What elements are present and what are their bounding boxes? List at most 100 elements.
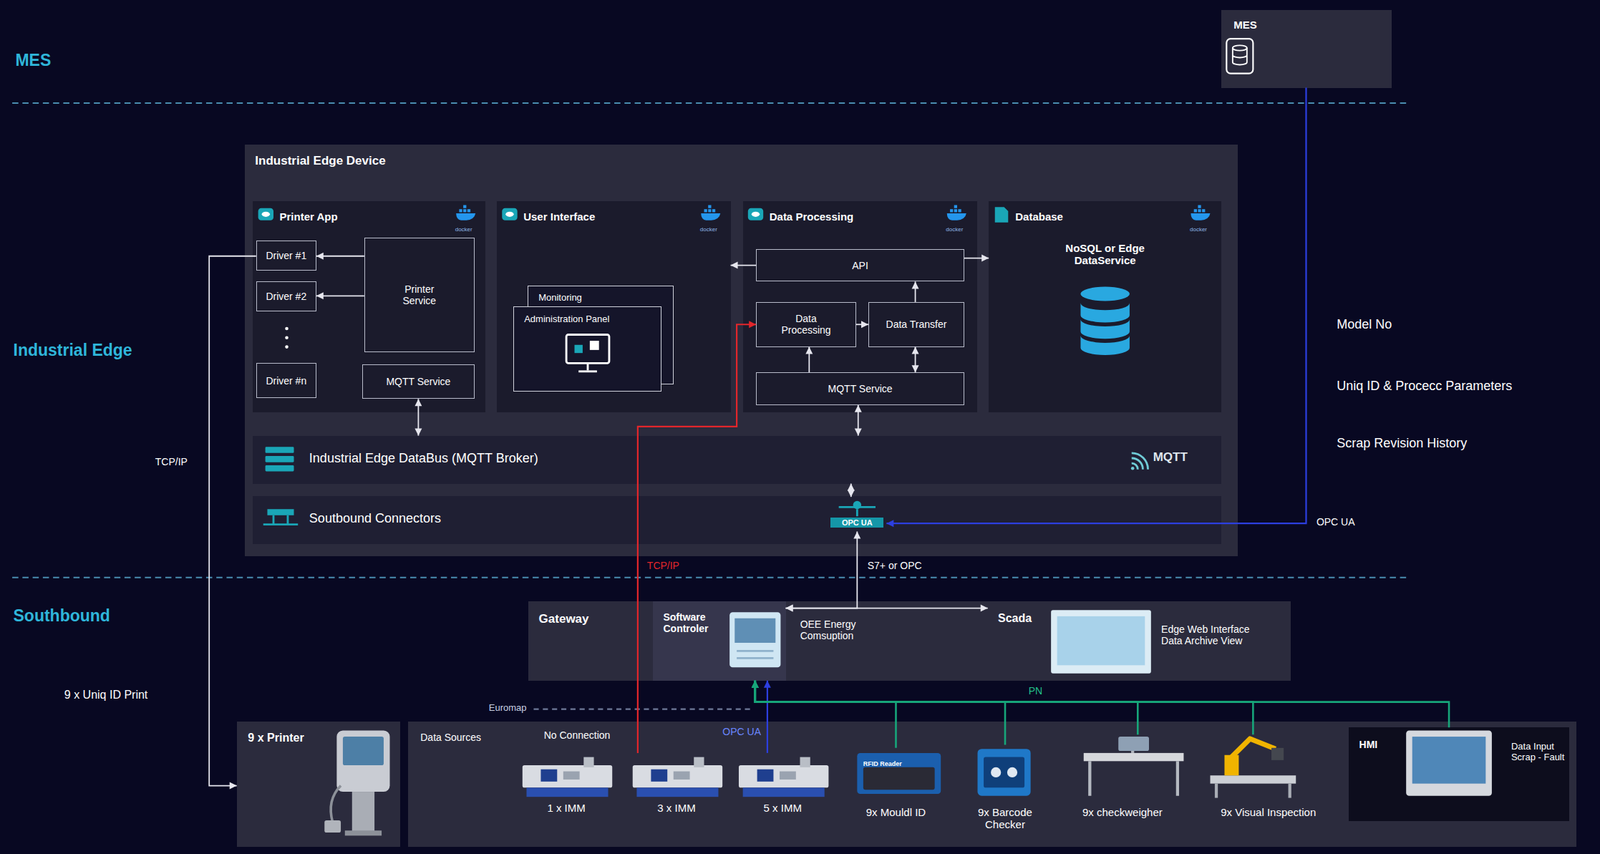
checkweigher-device: 9x checkweigher [1057, 734, 1191, 821]
machine-device: 5 x IMM [731, 753, 837, 821]
database-icon [1226, 38, 1253, 74]
data-item: Scrap Revision History [1336, 435, 1467, 451]
connector-label: OPC UA [720, 725, 764, 738]
arrow-head [912, 281, 920, 289]
app-container: APIData ProcessingData TransferMQTT Serv… [743, 201, 978, 413]
text-holder: 9x Visual Inspection [1191, 806, 1346, 819]
text-holder: OPC UA [720, 725, 764, 739]
text-holder: Software Controler [662, 611, 726, 635]
text-holder: User Interface [523, 210, 595, 224]
arrow-head [748, 320, 756, 328]
controller-device [734, 618, 776, 643]
connector-line [637, 324, 756, 754]
text-holder: Soutbound Connectors [309, 511, 441, 527]
inspection-cell [1214, 783, 1218, 799]
connector-line [755, 680, 1006, 746]
text-holder: Industrial Edge Device [254, 153, 386, 169]
ellipsis-dot [284, 327, 289, 331]
arrow-head [751, 680, 759, 688]
connector-line [786, 531, 858, 609]
node-title: Data Processing [775, 312, 837, 336]
barcode-checker [983, 757, 1025, 789]
hmi-screen [1412, 736, 1487, 784]
node-title: 1 x IMM [515, 801, 618, 814]
app-icon [751, 211, 760, 217]
text-holder: Driver #2 [257, 282, 316, 310]
connector-line [857, 405, 860, 436]
file-icon [995, 206, 1009, 222]
checkweigher [1176, 760, 1180, 796]
node-title: 3 x IMM [625, 801, 729, 814]
connector [786, 531, 862, 613]
connector [751, 680, 897, 749]
api-box: API [755, 249, 965, 283]
arrow-head [786, 604, 794, 613]
inspection-cell [1288, 783, 1292, 799]
layer-name: Industrial Edge [13, 340, 133, 360]
hmi-panel: HMI Data Input Scrap - Fault [1348, 727, 1570, 822]
arrow-head [853, 531, 861, 540]
opcua-chip: OPC UA [830, 496, 887, 532]
connector [316, 252, 365, 260]
text-holder: Administration Panel [524, 312, 610, 326]
arrow-head [847, 483, 855, 492]
app-icon [501, 208, 517, 221]
monitor-icon [589, 340, 600, 351]
node-title: 9 x Printer [247, 731, 304, 745]
gateway-panel: Software ControlerGateway [528, 601, 988, 681]
text-holder: Data Input Scrap - Fault [1511, 741, 1567, 764]
printer-device [342, 736, 384, 766]
app-container: Driver #1Driver #2Driver #nPrinter Servi… [252, 201, 486, 413]
arrow-head [912, 365, 920, 373]
driver-box: Driver #2 [256, 281, 317, 311]
node-title: Database [1015, 210, 1064, 223]
text-holder: MES [1233, 18, 1258, 32]
connector [912, 347, 920, 373]
connector-line [316, 294, 365, 297]
arrow-head [912, 347, 920, 355]
connector-line [914, 281, 917, 303]
connector-icon [267, 508, 294, 516]
connector [805, 347, 813, 373]
opc-icon [839, 506, 876, 509]
node-note: NoSQL or Edge DataService [1048, 241, 1162, 268]
app-icon [262, 211, 270, 217]
status-note: No Connection [544, 729, 611, 741]
node-title: 9x Mouldl ID [849, 806, 943, 819]
text-holder: Scada [997, 612, 1032, 625]
node-title: 5 x IMM [731, 801, 835, 814]
checkweigher [1118, 736, 1149, 751]
connector-label: S7+ or OPC [865, 559, 925, 572]
machine-icon [738, 757, 829, 798]
connector [751, 680, 1449, 729]
layer-divider [12, 577, 1409, 579]
euromap-link [533, 708, 753, 711]
connector [763, 680, 772, 754]
node-title: API [851, 259, 869, 272]
node-title: 9x checkweigher [1057, 806, 1188, 819]
text-holder: Edge Web Interface Data Archive View [1161, 623, 1255, 647]
node-title: Data Processing [769, 210, 855, 223]
text-holder: 5 x IMM [731, 801, 835, 814]
connector-line [856, 323, 869, 326]
robot-arm [1231, 738, 1275, 758]
arrow-head [847, 489, 855, 497]
service-box: MQTT Service [755, 372, 965, 406]
node-title: 9x Barcode Checker [971, 806, 1039, 832]
rfid-reader [856, 753, 941, 794]
text-holder: Database [1015, 210, 1064, 224]
node-title: MQTT Service [385, 375, 451, 388]
monitor-icon [587, 362, 590, 371]
machine-icon [632, 757, 723, 798]
connector-label: TCP/IP [645, 559, 682, 572]
connector-icon [263, 523, 298, 526]
text-holder: MQTT Service [362, 365, 474, 399]
connector-line [850, 483, 852, 498]
robot-arm [1224, 755, 1239, 777]
ellipsis-dot [284, 345, 289, 349]
text-holder: Data Sources [420, 730, 482, 744]
text-holder: PN [1028, 684, 1043, 698]
arrow-head [229, 782, 237, 790]
text-holder: HMI [1359, 738, 1379, 751]
text-holder: docker [700, 221, 718, 235]
